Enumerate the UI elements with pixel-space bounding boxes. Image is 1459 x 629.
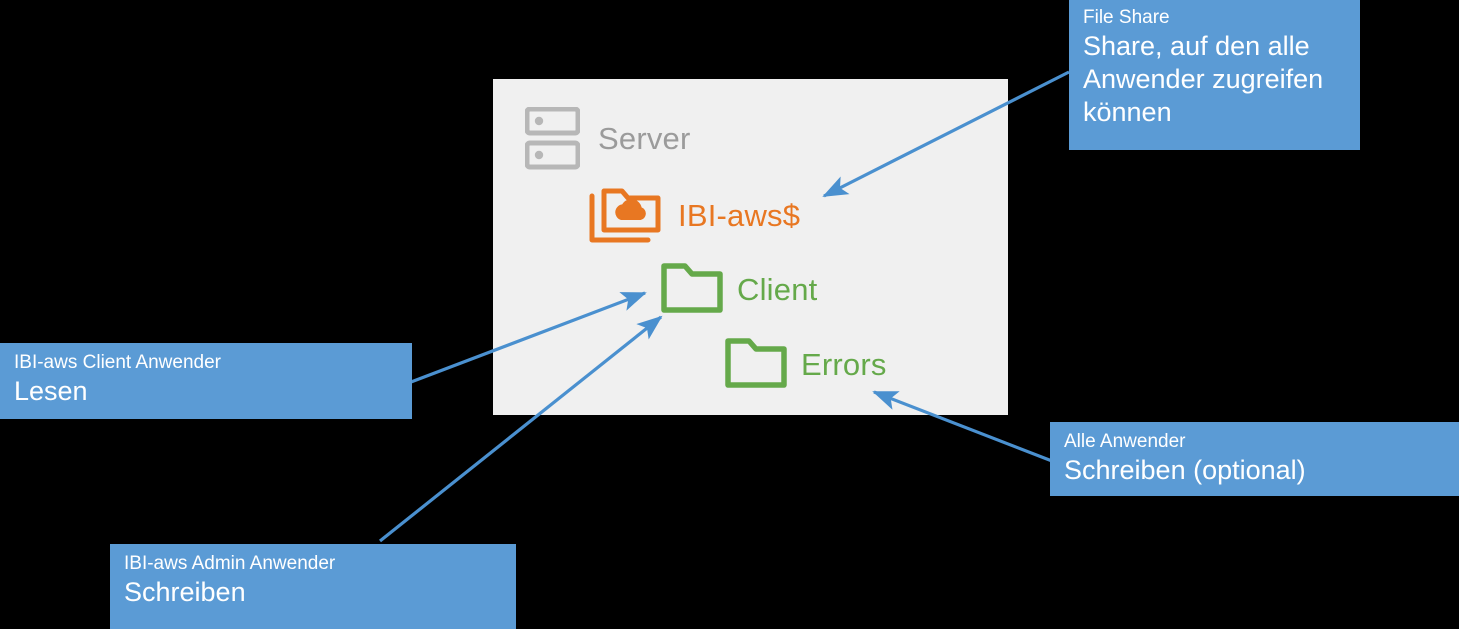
- callout-body: Lesen: [14, 376, 88, 406]
- node-errors-folder[interactable]: Errors: [725, 336, 887, 393]
- callout-title: IBI-aws Admin Anwender: [124, 553, 336, 574]
- callout-title: File Share: [1083, 7, 1170, 28]
- node-client-folder[interactable]: Client: [661, 261, 817, 318]
- callout-title: IBI-aws Client Anwender: [14, 352, 221, 373]
- server-panel: Server IBI-aws$ Client: [493, 79, 1008, 415]
- server-icon: [524, 106, 581, 170]
- folder-icon: [661, 261, 723, 318]
- callout-ibi-aws-client-anwender[interactable]: IBI-aws Client Anwender Lesen: [0, 343, 412, 419]
- node-label-client: Client: [737, 271, 818, 307]
- callout-body: Schreiben (optional): [1064, 455, 1306, 485]
- callout-body: Share, auf den alle Anwender zugreifen k…: [1083, 31, 1324, 127]
- node-label-errors: Errors: [801, 346, 887, 382]
- callout-alle-anwender[interactable]: Alle Anwender Schreiben (optional): [1050, 422, 1459, 496]
- callout-file-share[interactable]: File Share Share, auf den alle Anwender …: [1069, 0, 1360, 150]
- server-header: Server: [524, 106, 691, 170]
- server-title: Server: [598, 120, 691, 156]
- node-label-ibi-aws-share: IBI-aws$: [678, 197, 801, 233]
- callout-ibi-aws-admin-anwender[interactable]: IBI-aws Admin Anwender Schreiben: [110, 544, 516, 629]
- cloud-folder-icon: [588, 182, 664, 249]
- callout-body: Schreiben: [124, 577, 246, 607]
- folder-icon: [725, 336, 787, 393]
- callout-title: Alle Anwender: [1064, 431, 1186, 452]
- node-ibi-aws-share[interactable]: IBI-aws$: [588, 182, 800, 249]
